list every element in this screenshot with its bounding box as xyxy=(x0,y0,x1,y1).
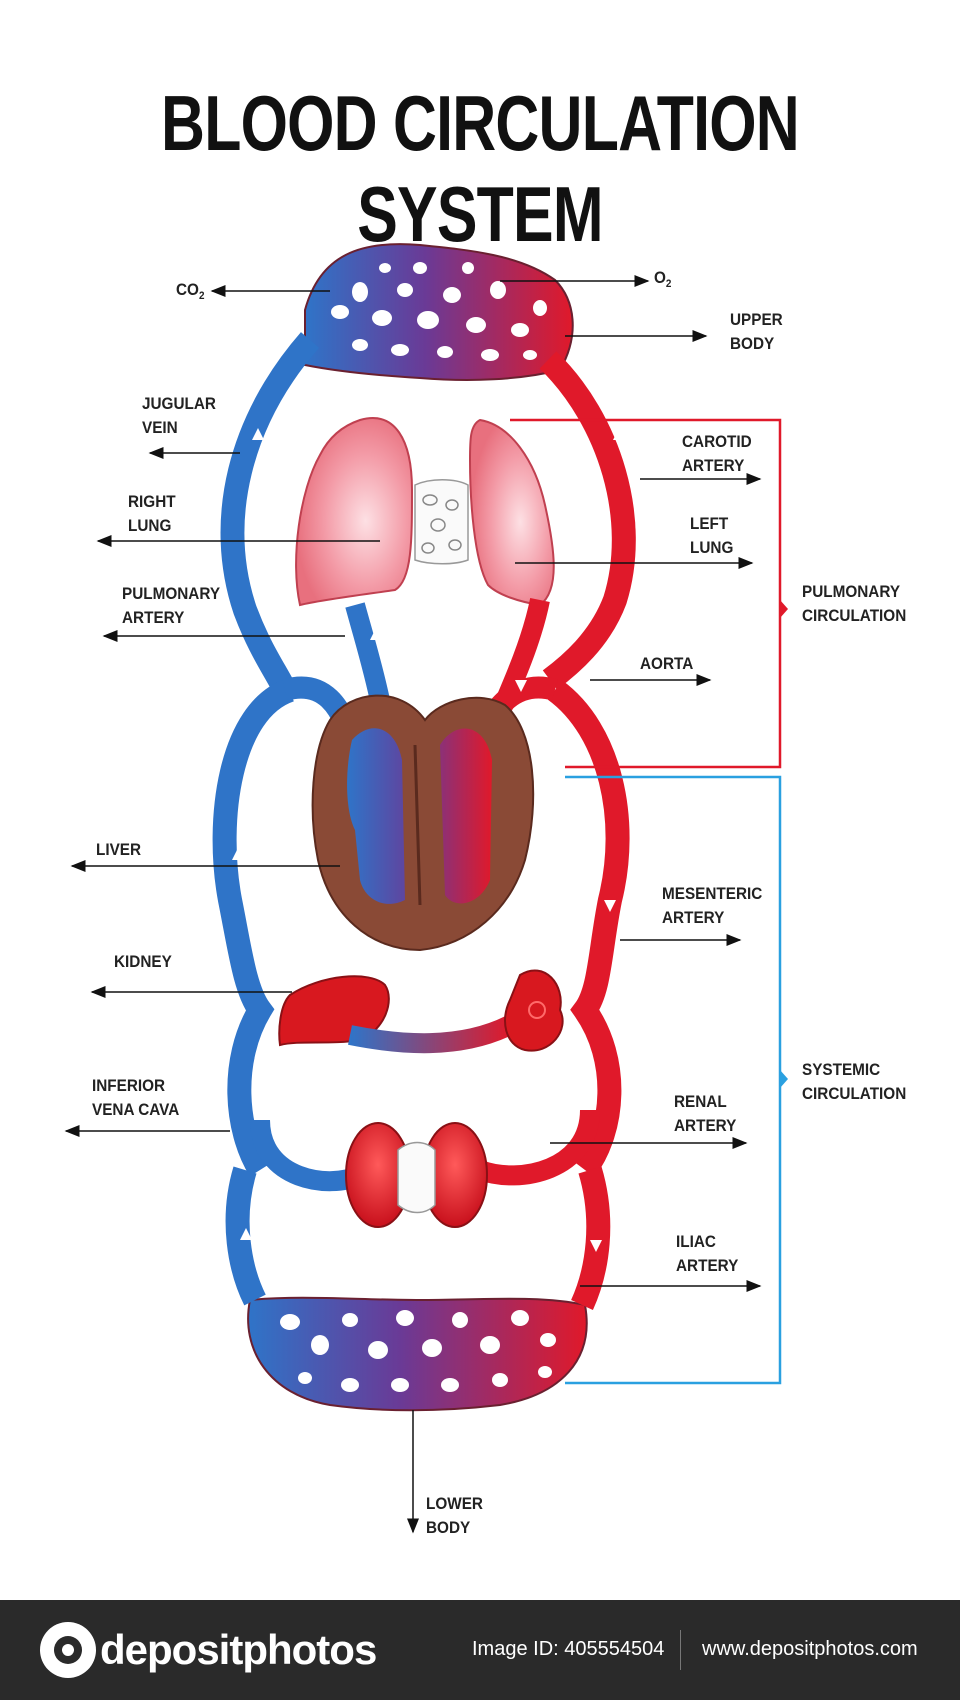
flow-arrows xyxy=(232,428,625,1252)
aorta-label: AORTA xyxy=(640,654,694,673)
o2-label: O2 xyxy=(654,268,672,290)
hepatic-portal-vessel xyxy=(348,1015,515,1054)
site-url: www.depositphotos.com xyxy=(702,1638,918,1660)
circulation-diagram xyxy=(64,243,788,1534)
heart-septum xyxy=(413,744,422,906)
systemic-bracket-pointer xyxy=(780,1070,788,1088)
diagram-title: BLOOD CIRCULATION SYSTEM xyxy=(161,79,800,258)
lower-capillary-holes xyxy=(280,1310,556,1392)
jugular-vein-vessel xyxy=(220,332,320,696)
lower-capillary-bed xyxy=(247,1296,588,1412)
liver-label: LIVER xyxy=(96,840,142,859)
lower-right-vessel xyxy=(570,1166,611,1310)
footer-bar: depositphotos Image ID: 405554504 www.de… xyxy=(0,1600,960,1700)
brand-name: depositphotos xyxy=(100,1626,377,1673)
camera-logo-icon xyxy=(40,1622,96,1678)
image-id: Image ID: 405554504 xyxy=(472,1638,665,1660)
upper-capillary-bed xyxy=(304,243,574,381)
heart-shape xyxy=(311,694,535,952)
pulmonary-bracket-pointer xyxy=(780,600,788,618)
kidney-center-tissue xyxy=(397,1141,436,1214)
footer-divider xyxy=(680,1630,681,1670)
kidney-label: KIDNEY xyxy=(114,952,172,971)
carotid-artery-vessel xyxy=(539,351,636,690)
vena-cava-vessel xyxy=(212,678,295,1177)
left-lung-shape xyxy=(468,418,555,607)
co2-label: CO2 xyxy=(176,280,205,302)
renal-artery-vessel xyxy=(476,1109,600,1186)
right-lung-shape xyxy=(295,417,414,607)
renal-vein-vessel xyxy=(250,1119,365,1192)
upper-capillary-holes xyxy=(331,262,547,361)
aorta-descending-vessel xyxy=(547,680,630,1178)
pulmonary-bracket xyxy=(510,418,782,769)
heart-chambers xyxy=(347,728,492,904)
mesenteric-organ xyxy=(504,969,564,1052)
lower-left-vessel xyxy=(225,1166,266,1306)
leader-lines xyxy=(64,275,762,1534)
